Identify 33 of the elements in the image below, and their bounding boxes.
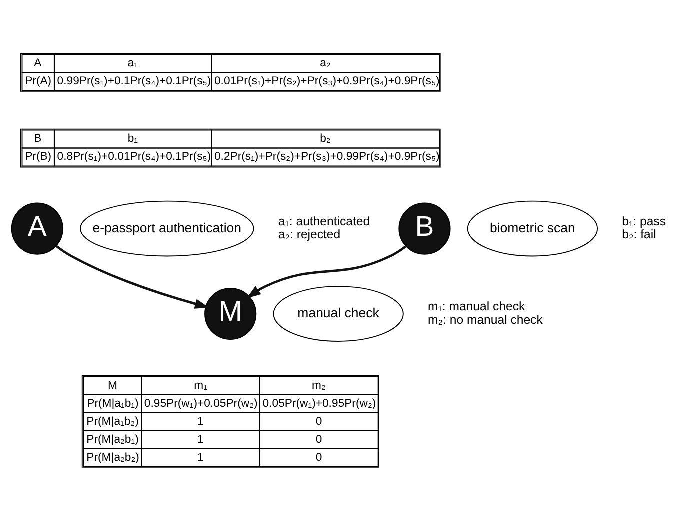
label: 1 [197,416,204,428]
label: b₂ [320,133,331,146]
label: m₁ [194,380,208,392]
node-label: m₂: no manual check [428,312,543,327]
label: 1 [197,434,204,446]
node-label: a₁: authenticated [278,214,370,228]
label: B [34,133,42,146]
node-label: b₂: fail [622,228,656,242]
label: 0.01Pr(s₁)+Pr(s₂)+Pr(s₃)+0.9Pr(s₄)+0.9Pr(s₅) [214,75,440,88]
label: a₂ [320,57,331,70]
label: Pr(M|a₂b₂) [86,452,140,464]
node-label: a₂: rejected [278,228,341,242]
label: A [34,57,42,70]
label: 0 [316,452,322,464]
label: Pr(M|a₁b₂) [86,416,139,428]
label: 0 [316,416,322,428]
label: 0.05Pr(w₁)+0.95Pr(w₂) [262,398,376,410]
label: Pr(A) [25,75,52,88]
label: 0.95Pr(w₁)+0.05Pr(w₂) [144,398,258,410]
label: Pr(M|a₂b₁) [86,434,139,446]
node-label: b₁: pass [622,214,666,228]
label: 0.2Pr(s₁)+Pr(s₂)+Pr(s₃)+0.99Pr(s₄)+0.9Pr(s₅) [214,151,440,164]
label: b₁ [128,133,138,146]
label: 0.99Pr(s₁)+0.1Pr(s₄)+0.1Pr(s₅) [57,75,212,88]
label: a₁ [128,57,138,70]
label: 0 [316,434,322,446]
label: m₂ [312,380,326,392]
label: Pr(B) [25,151,52,164]
label: Pr(M|a₁b₁) [87,398,139,410]
label: M [108,380,118,392]
node-label: m₁: manual check [428,300,526,314]
label: 0.8Pr(s₁)+0.01Pr(s₄)+0.1Pr(s₅) [57,151,212,164]
label: 1 [197,452,204,464]
